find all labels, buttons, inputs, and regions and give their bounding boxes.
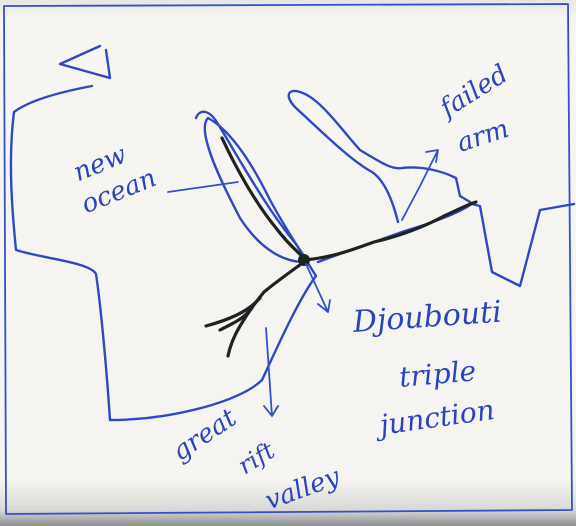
east-african-rift-line: [228, 262, 304, 356]
rift-branch-line: [206, 298, 260, 330]
triple-junction-label-line-2: triple: [398, 357, 477, 392]
junction-arrow: [306, 264, 330, 312]
failed-arm-pointer: [402, 150, 438, 220]
new-ocean-pointer: [168, 182, 238, 192]
triple-junction-point: [298, 254, 310, 266]
coastline-outline: [11, 46, 316, 420]
red-sea-outline: [196, 112, 304, 256]
aden-rift-line: [304, 202, 476, 260]
